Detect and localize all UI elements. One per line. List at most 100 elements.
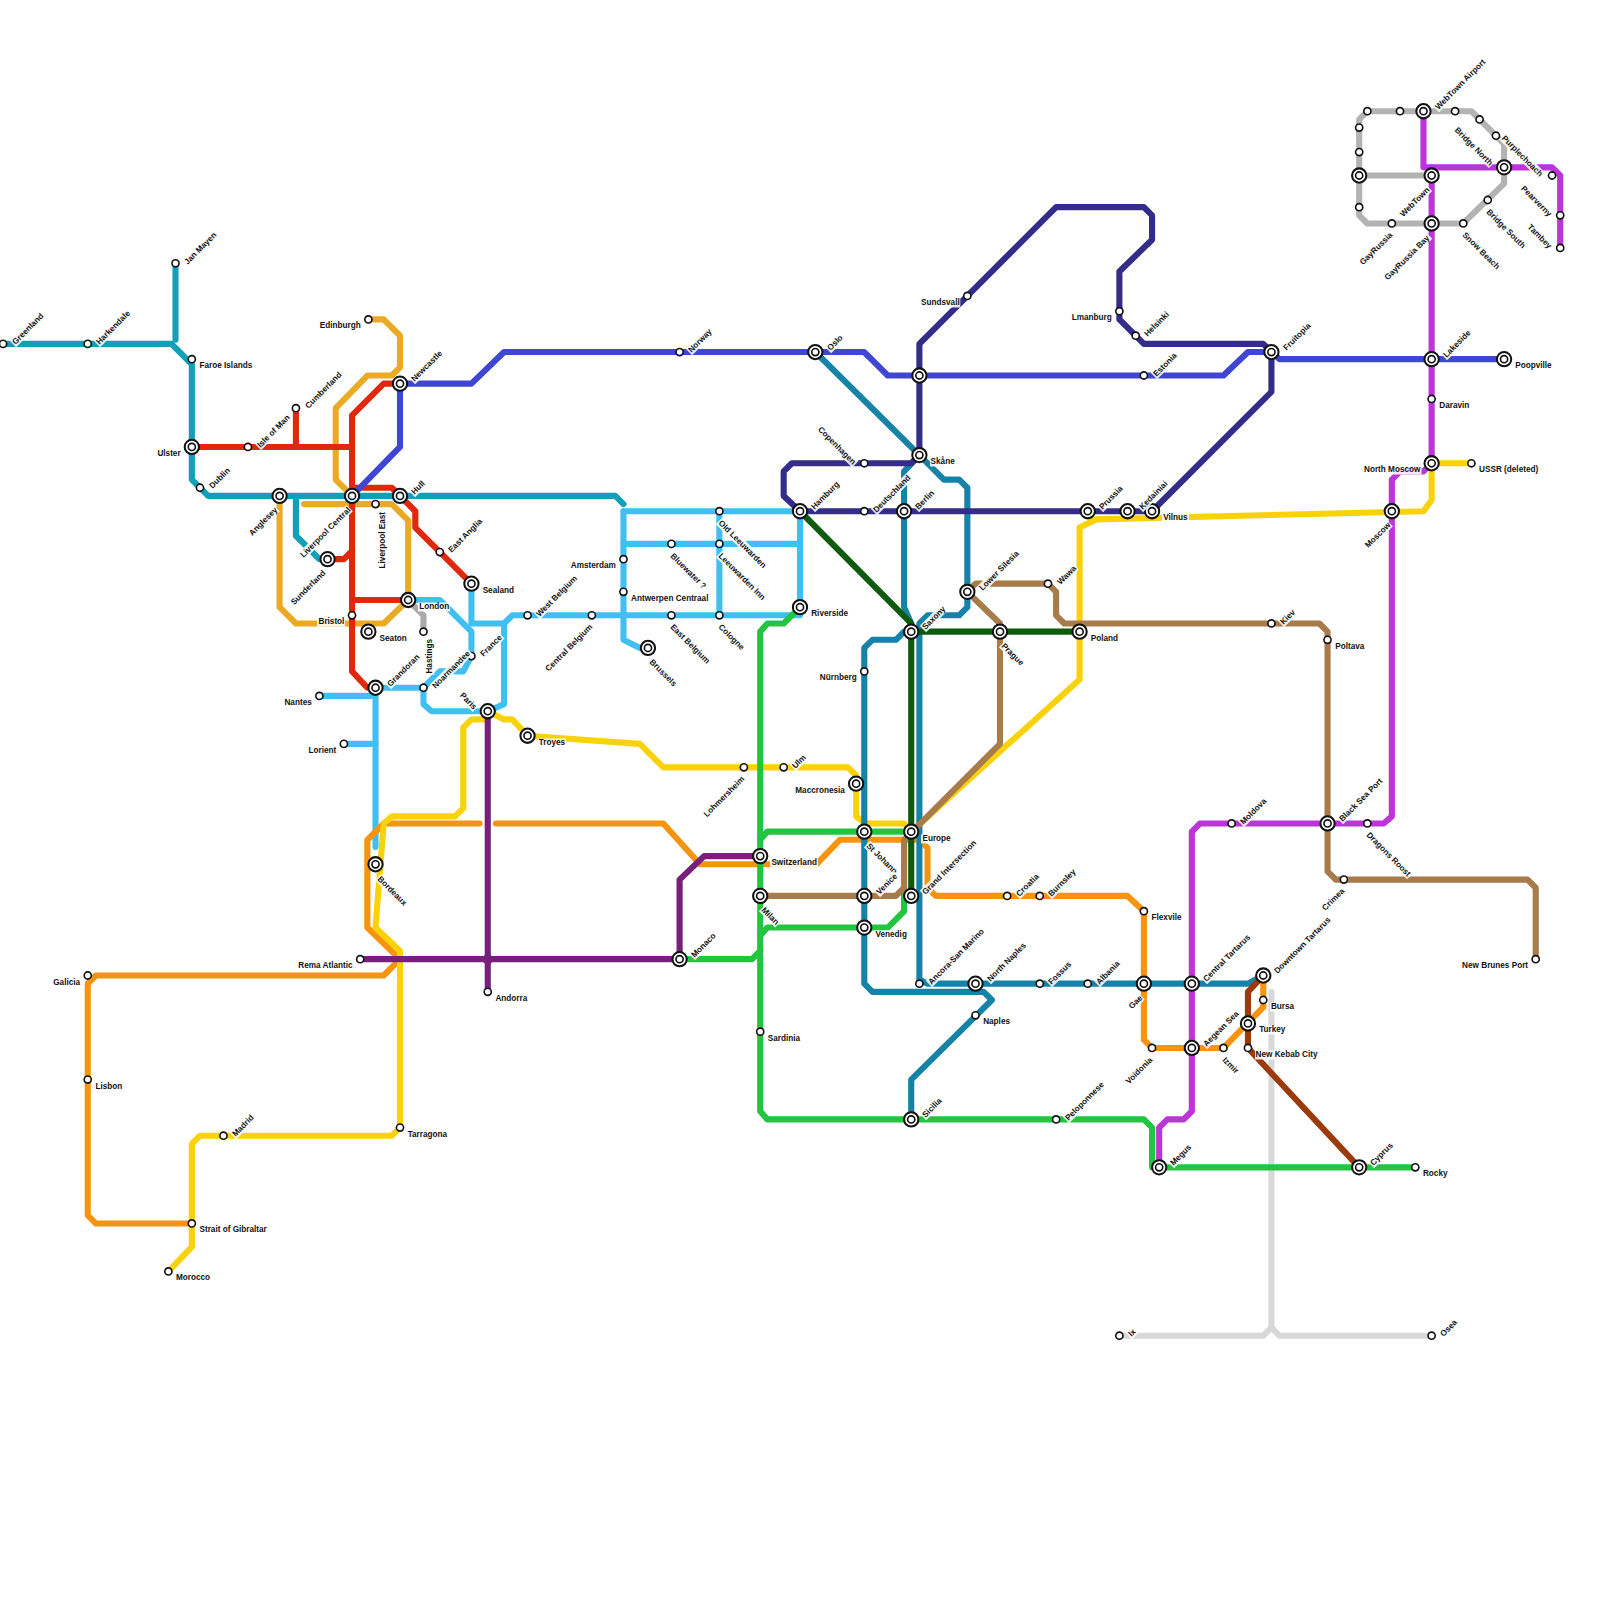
station-label: USSR (deleted) xyxy=(1478,466,1539,475)
interchange-ring xyxy=(641,641,655,655)
metro-line xyxy=(760,607,1415,1167)
station-symbol xyxy=(1244,1044,1251,1051)
station-symbol xyxy=(1428,395,1435,402)
station-label: Central Tartarus xyxy=(1201,933,1253,985)
metro-line xyxy=(344,741,376,747)
interchange-ring xyxy=(960,585,974,599)
station-symbol xyxy=(620,588,627,595)
station-symbol xyxy=(857,920,871,934)
station-label: Galicia xyxy=(52,978,81,987)
station-dot xyxy=(365,628,372,635)
station-symbol xyxy=(292,405,299,412)
station-dot xyxy=(436,548,443,555)
station-label: Cologne xyxy=(716,622,747,653)
station-dot xyxy=(316,692,323,699)
station-symbol xyxy=(1364,820,1371,827)
station-symbol xyxy=(1140,372,1147,379)
station-symbol xyxy=(857,824,871,838)
station-symbol xyxy=(897,504,911,518)
station-label: Lmanburg xyxy=(1071,314,1113,323)
station-label: Lakeside xyxy=(1441,328,1474,361)
station-symbol xyxy=(1220,1044,1227,1051)
station-label: Rema Atlantic xyxy=(297,962,353,971)
station-label: Lisbon xyxy=(94,1082,123,1091)
station-label: Naples xyxy=(982,1018,1011,1027)
station-dot xyxy=(1036,980,1043,987)
station-dot xyxy=(620,556,627,563)
station-symbol xyxy=(420,684,427,691)
station-label: Antwerpen Centraal xyxy=(630,594,709,603)
station-symbol xyxy=(0,340,7,347)
interchange-ring xyxy=(1185,977,1199,991)
station-label: Cumberland xyxy=(302,370,344,412)
station-symbol xyxy=(960,585,974,599)
interchange-ring xyxy=(1424,456,1438,470)
station-dot xyxy=(757,853,764,860)
station-symbol xyxy=(904,889,918,903)
station-symbol xyxy=(368,681,382,695)
station-dot xyxy=(1356,124,1363,131)
station-symbol xyxy=(1424,352,1438,366)
interchange-ring xyxy=(753,889,767,903)
station-dot xyxy=(1140,908,1147,915)
station-dot xyxy=(908,1116,915,1123)
station-symbol xyxy=(861,508,868,515)
interchange-ring xyxy=(904,1112,918,1126)
station-dot xyxy=(1268,348,1275,355)
metro-line xyxy=(800,511,911,896)
station-label: East Anglia xyxy=(446,516,485,555)
metro-line xyxy=(168,719,487,1271)
metro-line xyxy=(623,541,800,547)
station-dot xyxy=(1557,244,1564,251)
station-dot xyxy=(348,612,355,619)
station-label: Daravin xyxy=(1438,401,1470,410)
station-symbol xyxy=(320,552,334,566)
station-symbol xyxy=(1260,996,1267,1003)
station-label: Andorra xyxy=(494,994,528,1003)
station-dot xyxy=(1324,820,1331,827)
station-label: Copenhagen xyxy=(815,424,858,467)
station-symbol xyxy=(904,624,918,638)
station-symbol xyxy=(1120,504,1134,518)
station-dot xyxy=(861,828,868,835)
station-label: Harkendale xyxy=(94,308,133,347)
station-dot xyxy=(1548,172,1555,179)
station-label: Purplechoach xyxy=(1499,133,1545,179)
station-symbol xyxy=(793,600,807,614)
station-label: Crimea xyxy=(1320,886,1347,913)
interchange-ring xyxy=(753,849,767,863)
interchange-ring xyxy=(1241,1016,1255,1030)
station-symbol xyxy=(1116,308,1123,315)
unnamed-stops xyxy=(481,108,1500,967)
station-dot xyxy=(901,508,908,515)
station-dot xyxy=(1324,636,1331,643)
station-label: Faroe Islands xyxy=(198,362,253,371)
station-label: Cyprus xyxy=(1368,1141,1396,1169)
station-dot xyxy=(396,1124,403,1131)
interchange-ring xyxy=(1497,160,1511,174)
metro-line xyxy=(352,597,408,603)
station-dot xyxy=(1244,1020,1251,1027)
station-label: Bristol xyxy=(317,618,345,627)
station-dot xyxy=(916,980,923,987)
station-label: Paris xyxy=(457,690,479,712)
station-symbol xyxy=(272,489,286,503)
station-dot xyxy=(716,540,723,547)
interchange-ring xyxy=(1424,216,1438,230)
station-label: Dublin xyxy=(206,465,232,491)
metro-line xyxy=(471,584,504,712)
station-symbol xyxy=(1053,1116,1060,1123)
station-dot xyxy=(1364,820,1371,827)
station-symbol xyxy=(1460,220,1467,227)
station-label: North Moscow xyxy=(1363,466,1421,475)
station-symbol xyxy=(244,443,251,450)
station-dot xyxy=(1468,460,1475,467)
interchange-ring xyxy=(401,593,415,607)
station-symbol xyxy=(740,764,747,771)
station-label: Maccronesia xyxy=(794,786,846,795)
interchange-ring xyxy=(1256,968,1270,982)
metro-line xyxy=(293,408,299,447)
station-label: Pearverny xyxy=(1518,183,1554,219)
station-dot xyxy=(916,452,923,459)
